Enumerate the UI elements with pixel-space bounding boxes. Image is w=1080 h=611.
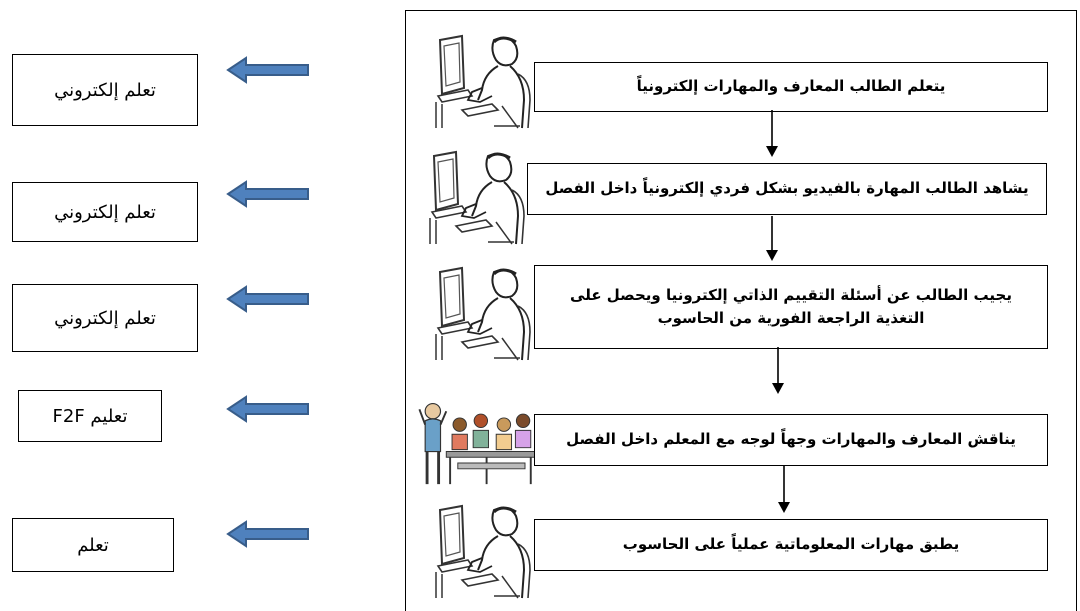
step-box-1: يتعلم الطالب المعارف والمهارات إلكترونيا…: [534, 62, 1048, 112]
down-arrow-icon-4: [778, 466, 790, 513]
left-arrow-icon-5: [226, 520, 309, 548]
left-arrow-icon-2: [226, 180, 309, 208]
computer-user-icon-1: [432, 30, 532, 130]
step-box-2: يشاهد الطالب المهارة بالفيديو بشكل فردي …: [527, 163, 1047, 215]
step-box-4: يناقش المعارف والمهارات وجهاً لوجه مع ال…: [534, 414, 1048, 466]
step-box-5: يطبق مهارات المعلوماتية عملياً على الحاس…: [534, 519, 1048, 571]
label-box-5: تعلم: [12, 518, 174, 572]
step-box-3: يجيب الطالب عن أسئلة التقييم الذاتي إلكت…: [534, 265, 1048, 349]
step-text-2: يشاهد الطالب المهارة بالفيديو بشكل فردي …: [545, 179, 1029, 198]
step-text-5: يطبق مهارات المعلوماتية عملياً على الحاس…: [622, 535, 960, 554]
label-box-4: تعليم F2F: [18, 390, 162, 442]
flow-frame: [405, 10, 1077, 611]
computer-user-icon-2: [426, 146, 526, 246]
computer-user-icon-4: [432, 500, 532, 600]
step-text-1: يتعلم الطالب المعارف والمهارات إلكترونيا…: [636, 77, 946, 96]
label-box-2: تعلم إلكتروني: [12, 182, 198, 242]
label-text-1: تعلم إلكتروني: [54, 79, 156, 101]
classroom-group-icon: [418, 392, 536, 488]
label-text-4: تعليم F2F: [52, 405, 128, 427]
step-text-3: يجيب الطالب عن أسئلة التقييم الذاتي إلكت…: [570, 285, 1012, 327]
computer-user-icon-3: [432, 262, 532, 362]
label-text-3: تعلم إلكتروني: [54, 307, 156, 329]
down-arrow-icon-1: [766, 110, 778, 157]
left-arrow-icon-3: [226, 285, 309, 313]
left-arrow-icon-4: [226, 395, 309, 423]
step-text-4: يناقش المعارف والمهارات وجهاً لوجه مع ال…: [566, 430, 1016, 449]
label-box-3: تعلم إلكتروني: [12, 284, 198, 352]
label-text-5: تعلم: [77, 534, 109, 556]
label-text-2: تعلم إلكتروني: [54, 201, 156, 223]
label-box-1: تعلم إلكتروني: [12, 54, 198, 126]
down-arrow-icon-2: [766, 216, 778, 261]
down-arrow-icon-3: [772, 347, 784, 394]
left-arrow-icon-1: [226, 56, 309, 84]
